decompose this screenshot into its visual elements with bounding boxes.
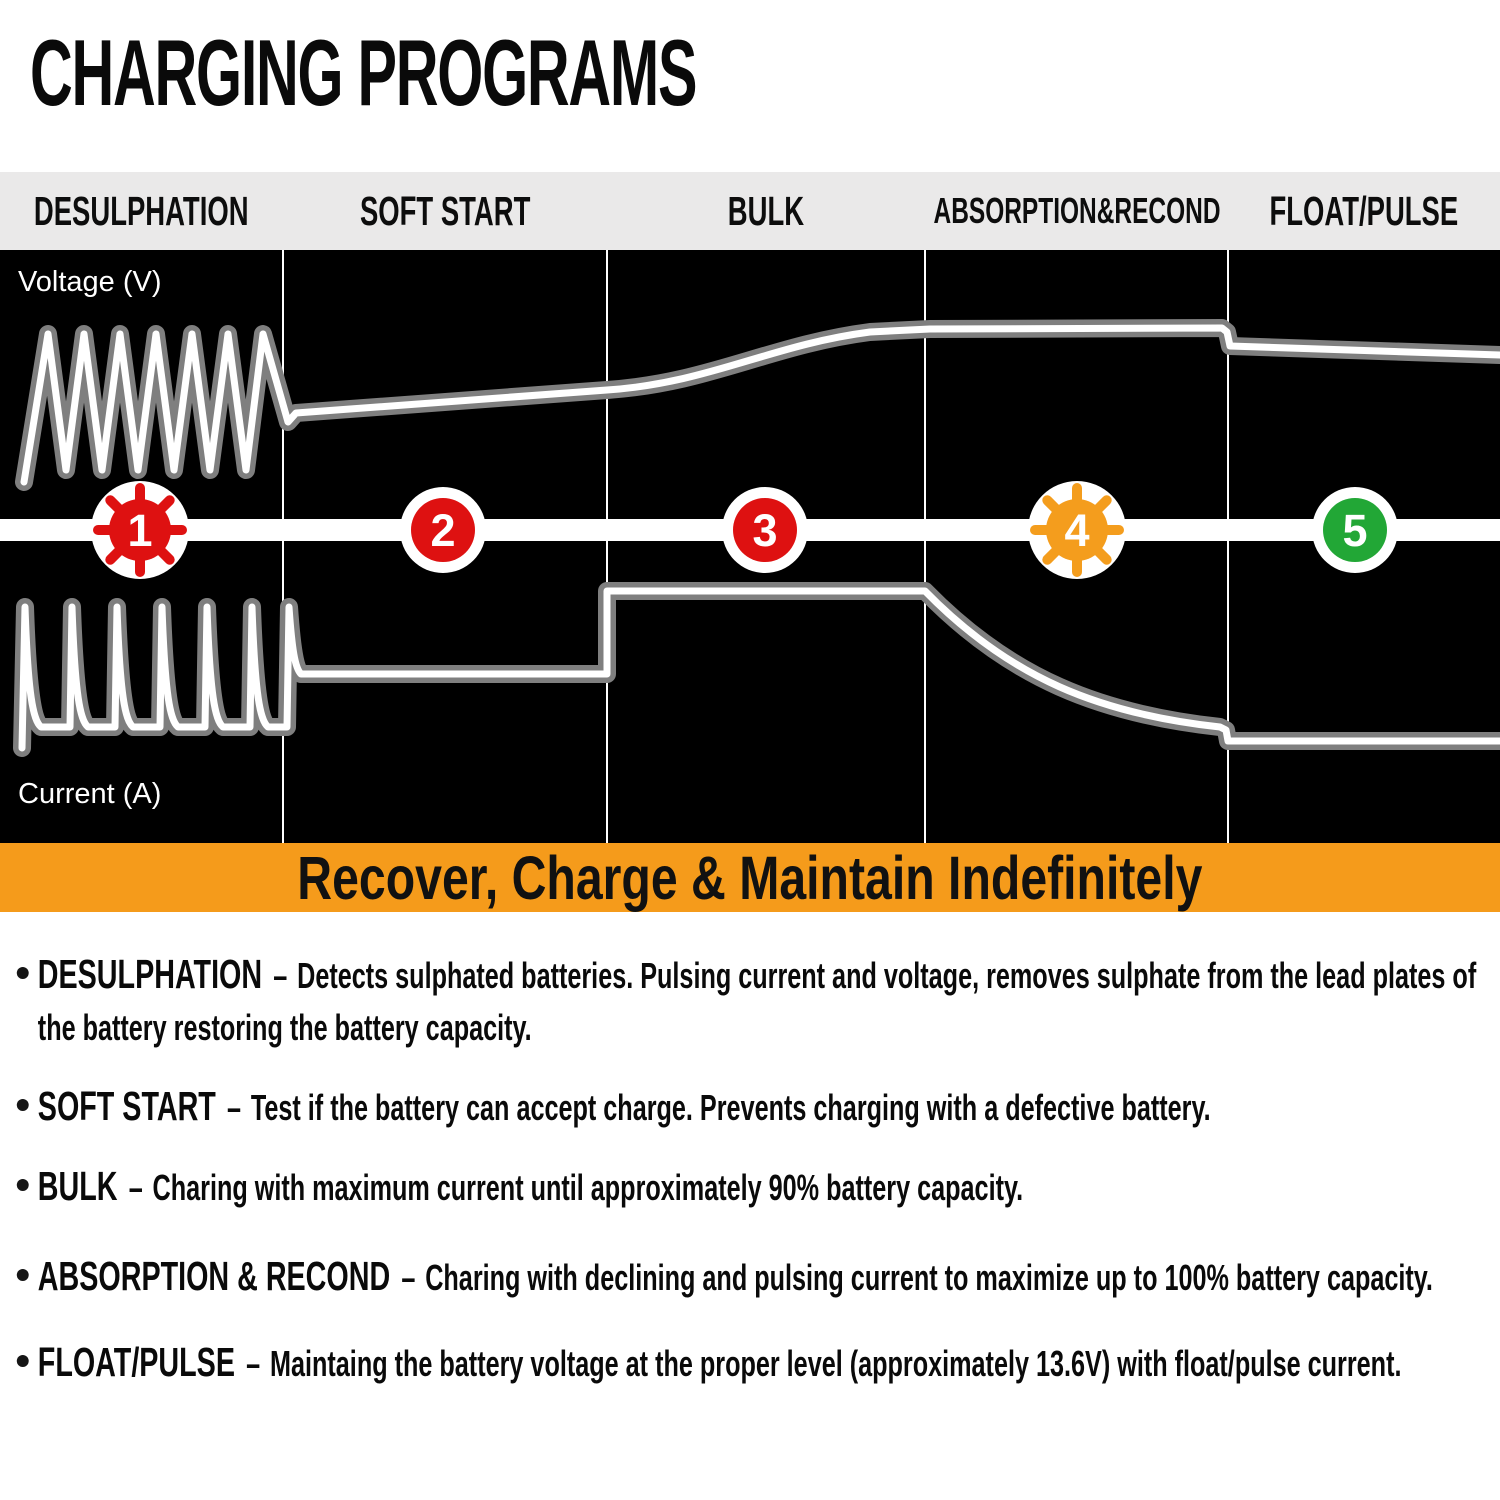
program-description: Maintaing the battery voltage at the pro… <box>270 1343 1402 1384</box>
dash-separator: – <box>246 1343 261 1384</box>
program-term: SOFT START <box>37 1083 216 1129</box>
dash-separator: – <box>128 1167 143 1208</box>
dash-separator: – <box>273 955 288 996</box>
list-item: ABSORPTION & RECOND–Charing with declini… <box>0 1254 1500 1308</box>
dash-separator: – <box>401 1257 416 1298</box>
stage-badge-3: 3 <box>722 487 808 573</box>
stage-header-bulk: BULK <box>727 187 805 234</box>
program-term: BULK <box>37 1163 118 1209</box>
stage-header-soft-start: SOFT START <box>359 187 531 234</box>
stage-header-strip: DESULPHATION SOFT START BULK ABSORPTION&… <box>0 172 1500 250</box>
stage-number: 5 <box>1342 505 1367 556</box>
bullet-dot-icon <box>16 1099 29 1111</box>
program-description: Charing with declining and pulsing curre… <box>425 1257 1433 1298</box>
page-title: CHARGING PROGRAMS <box>30 20 697 125</box>
stage-badge-2: 2 <box>400 487 486 573</box>
program-term: DESULPHATION <box>37 951 263 997</box>
stage-header-desulphation: DESULPHATION <box>34 187 249 234</box>
list-item: SOFT START–Test if the battery can accep… <box>0 1084 1500 1138</box>
list-item: BULK–Charing with maximum current until … <box>0 1164 1500 1218</box>
stage-number: 1 <box>127 505 152 556</box>
gear-spikes-icon <box>1030 483 1124 577</box>
program-term: FLOAT/PULSE <box>37 1339 235 1385</box>
stage-number: 3 <box>752 505 777 556</box>
stage-number: 4 <box>1064 505 1089 556</box>
current-axis-label: Current (A) <box>18 778 162 810</box>
stage-badge-4: 4 <box>1028 481 1126 579</box>
program-descriptions: DESULPHATION–Detects sulphated batteries… <box>0 912 1500 1420</box>
program-description: Charing with maximum current until appro… <box>152 1167 1024 1208</box>
stage-badge-5: 5 <box>1312 487 1398 573</box>
banner-text: Recover, Charge & Maintain Indefinitely <box>297 843 1203 912</box>
gear-spikes-icon <box>93 483 187 577</box>
voltage-curve <box>15 319 1500 491</box>
program-description: Detects sulphated batteries. Pulsing cur… <box>37 955 1477 1048</box>
program-description: Test if the battery can accept charge. P… <box>250 1087 1211 1128</box>
bullet-dot-icon <box>16 967 29 979</box>
stage-header-float-pulse: FLOAT/PULSE <box>1269 187 1459 234</box>
program-term: ABSORPTION & RECOND <box>37 1253 391 1299</box>
stage-number: 2 <box>430 505 455 556</box>
list-item: FLOAT/PULSE–Maintaing the battery voltag… <box>0 1340 1500 1394</box>
voltage-axis-label: Voltage (V) <box>18 266 162 298</box>
stage-header-absorption-recond: ABSORPTION&RECOND <box>933 190 1220 231</box>
stage-badge-1: 1 <box>91 481 189 579</box>
bullet-dot-icon <box>16 1355 29 1367</box>
banner: Recover, Charge & Maintain Indefinitely <box>0 843 1500 912</box>
list-item: DESULPHATION–Detects sulphated batteries… <box>0 952 1500 1058</box>
current-curve <box>13 582 1500 757</box>
dash-separator: – <box>227 1087 242 1128</box>
charging-stages-chart: Voltage (V) Current (A) 1 2 3 <box>0 250 1500 843</box>
bullet-dot-icon <box>16 1269 29 1281</box>
bullet-dot-icon <box>16 1179 29 1191</box>
